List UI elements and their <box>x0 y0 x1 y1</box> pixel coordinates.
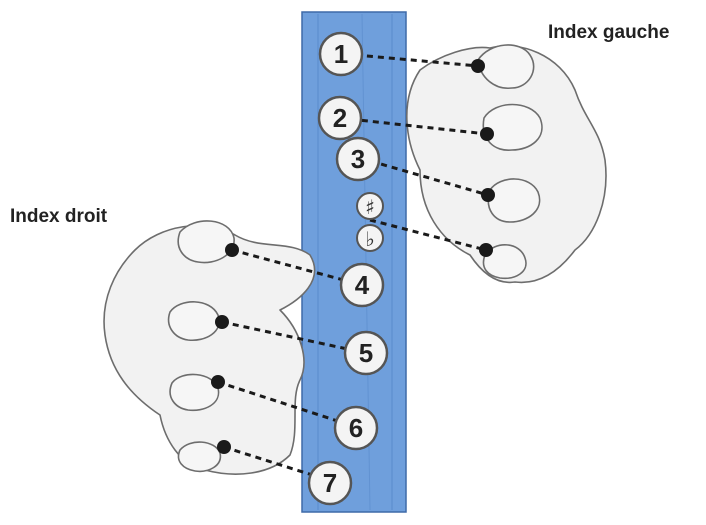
hole-3: 3 <box>335 136 381 182</box>
hole-4-label: 4 <box>355 270 370 300</box>
hole-5: 5 <box>343 330 389 376</box>
left-index-label: Index gauche <box>548 22 670 43</box>
hole-flat: ♭ <box>356 224 384 252</box>
right-index-label: Index droit <box>10 206 108 227</box>
fingertip-dot <box>481 188 495 202</box>
left-hand <box>406 44 607 284</box>
connector-2 <box>339 116 488 136</box>
connector-6 <box>217 380 357 429</box>
fingertip-dot <box>480 127 494 141</box>
hole-1-label: 1 <box>334 39 348 69</box>
fingertip-dot <box>471 59 485 73</box>
fingertip-dots <box>211 59 495 454</box>
hole-7: 7 <box>307 460 353 506</box>
hole-3-label: 3 <box>351 144 365 174</box>
connector-1 <box>344 52 479 68</box>
hole-sharp-label: ♯ <box>365 195 375 219</box>
hole-6-label: 6 <box>349 413 363 443</box>
fingertip-dot <box>215 315 229 329</box>
hole-1: 1 <box>318 31 364 77</box>
hole-sharp: ♯ <box>356 192 384 220</box>
connector-3 <box>359 156 489 197</box>
right-hand <box>103 220 316 475</box>
connector-sharp-flat <box>369 218 487 252</box>
hole-4: 4 <box>339 262 385 308</box>
hole-6: 6 <box>333 405 379 451</box>
fingertip-dot <box>479 243 493 257</box>
hole-2-label: 2 <box>333 103 347 133</box>
hole-2: 2 <box>317 95 363 141</box>
hole-7-label: 7 <box>323 468 337 498</box>
connector-4 <box>231 248 363 287</box>
fingertip-dot <box>225 243 239 257</box>
fingertip-dot <box>211 375 225 389</box>
connector-5 <box>221 320 367 355</box>
fingertip-dot <box>217 440 231 454</box>
hole-5-label: 5 <box>359 338 373 368</box>
hole-flat-label: ♭ <box>365 227 374 251</box>
